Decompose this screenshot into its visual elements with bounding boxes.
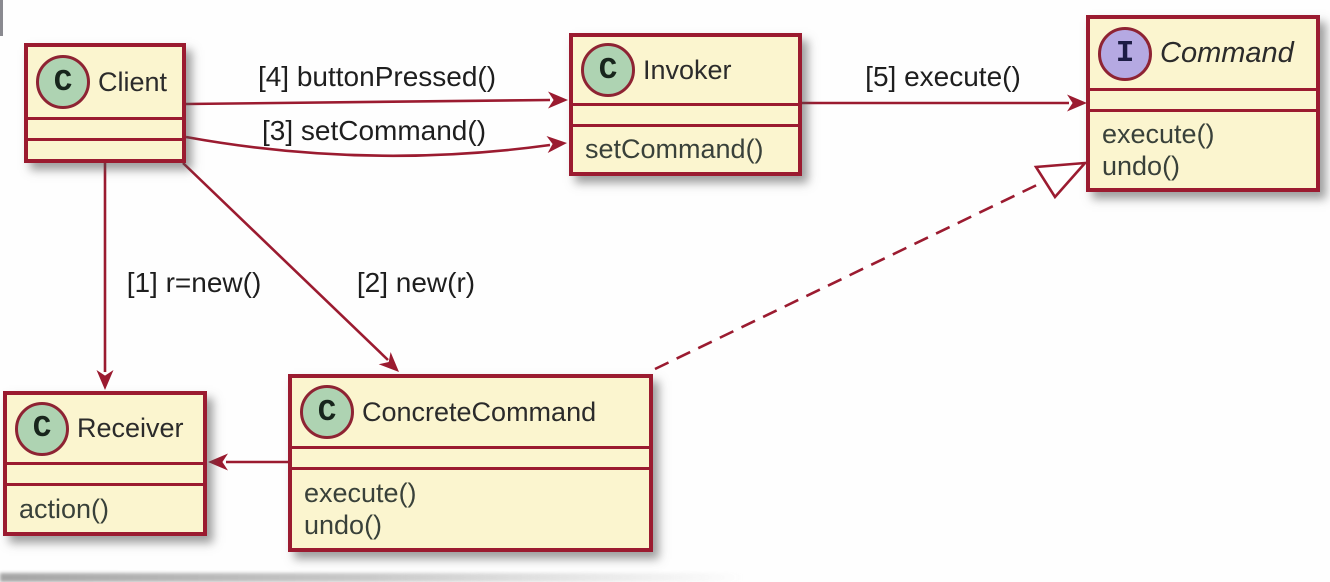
edge-label-button-pressed: [4] buttonPressed() — [257, 61, 497, 92]
method-item: execute() — [304, 477, 417, 508]
class-name: ConcreteCommand — [362, 396, 597, 427]
edge-label-r-new: [1] r=new() — [126, 267, 262, 298]
method-item: action() — [19, 493, 110, 524]
arrowhead-execute — [1067, 94, 1087, 112]
attributes-compartment — [573, 103, 798, 124]
method-item: setCommand() — [585, 134, 764, 165]
interface-box-command: I Command execute() undo() — [1086, 15, 1320, 192]
class-stereotype-icon: C — [15, 401, 69, 456]
methods-compartment — [28, 138, 182, 159]
interface-name: Command — [1160, 37, 1294, 69]
frame-artifact-top-left — [0, 0, 3, 36]
method-item: execute() — [1102, 118, 1215, 149]
arrowhead-new-r — [378, 352, 399, 372]
attributes-compartment — [1090, 88, 1316, 109]
edge-label-execute: [5] execute() — [865, 61, 1021, 92]
class-title-invoker: C Invoker — [573, 37, 798, 103]
class-stereotype-icon: C — [36, 55, 90, 109]
class-box-client: C Client — [24, 43, 186, 163]
class-stereotype-icon: C — [581, 43, 635, 97]
class-box-invoker: C Invoker setCommand() — [569, 33, 802, 176]
frame-artifact-bottom — [0, 573, 745, 582]
edge-realization-dashed — [654, 181, 1042, 371]
edge-set-command — [185, 135, 551, 158]
methods-compartment: action() — [7, 483, 203, 532]
realization-triangle-icon — [1033, 161, 1089, 200]
attributes-compartment — [292, 446, 649, 467]
class-title-concrete-command: C ConcreteCommand — [292, 378, 649, 446]
methods-compartment: execute() undo() — [292, 467, 649, 548]
class-title-client: C Client — [28, 47, 182, 117]
class-title-receiver: C Receiver — [7, 395, 203, 462]
interface-stereotype-icon: I — [1098, 26, 1152, 81]
arrowhead-set-command — [546, 136, 567, 153]
methods-compartment: execute() undo() — [1090, 109, 1316, 188]
interface-title-command: I Command — [1090, 19, 1316, 88]
arrowhead-concrete-to-receiver — [208, 453, 228, 471]
attributes-compartment — [7, 462, 203, 483]
class-stereotype-icon: C — [300, 385, 354, 439]
attributes-compartment — [28, 117, 182, 138]
class-box-concrete-command: C ConcreteCommand execute() undo() — [288, 374, 653, 552]
class-box-receiver: C Receiver action() — [3, 391, 207, 536]
edge-label-set-command: [3] setCommand() — [261, 115, 487, 146]
method-item: undo() — [1102, 151, 1181, 181]
class-name: Client — [98, 66, 168, 97]
edge-label-new-r: [2] new(r) — [356, 267, 476, 298]
method-item: undo() — [304, 510, 383, 540]
arrowhead-r-new — [96, 370, 114, 390]
edge-button-pressed — [185, 98, 551, 106]
arrowhead-button-pressed — [548, 91, 568, 109]
class-name: Receiver — [77, 413, 184, 443]
edge-new-r — [182, 162, 389, 361]
methods-compartment: setCommand() — [573, 124, 798, 172]
class-name: Invoker — [643, 54, 732, 85]
